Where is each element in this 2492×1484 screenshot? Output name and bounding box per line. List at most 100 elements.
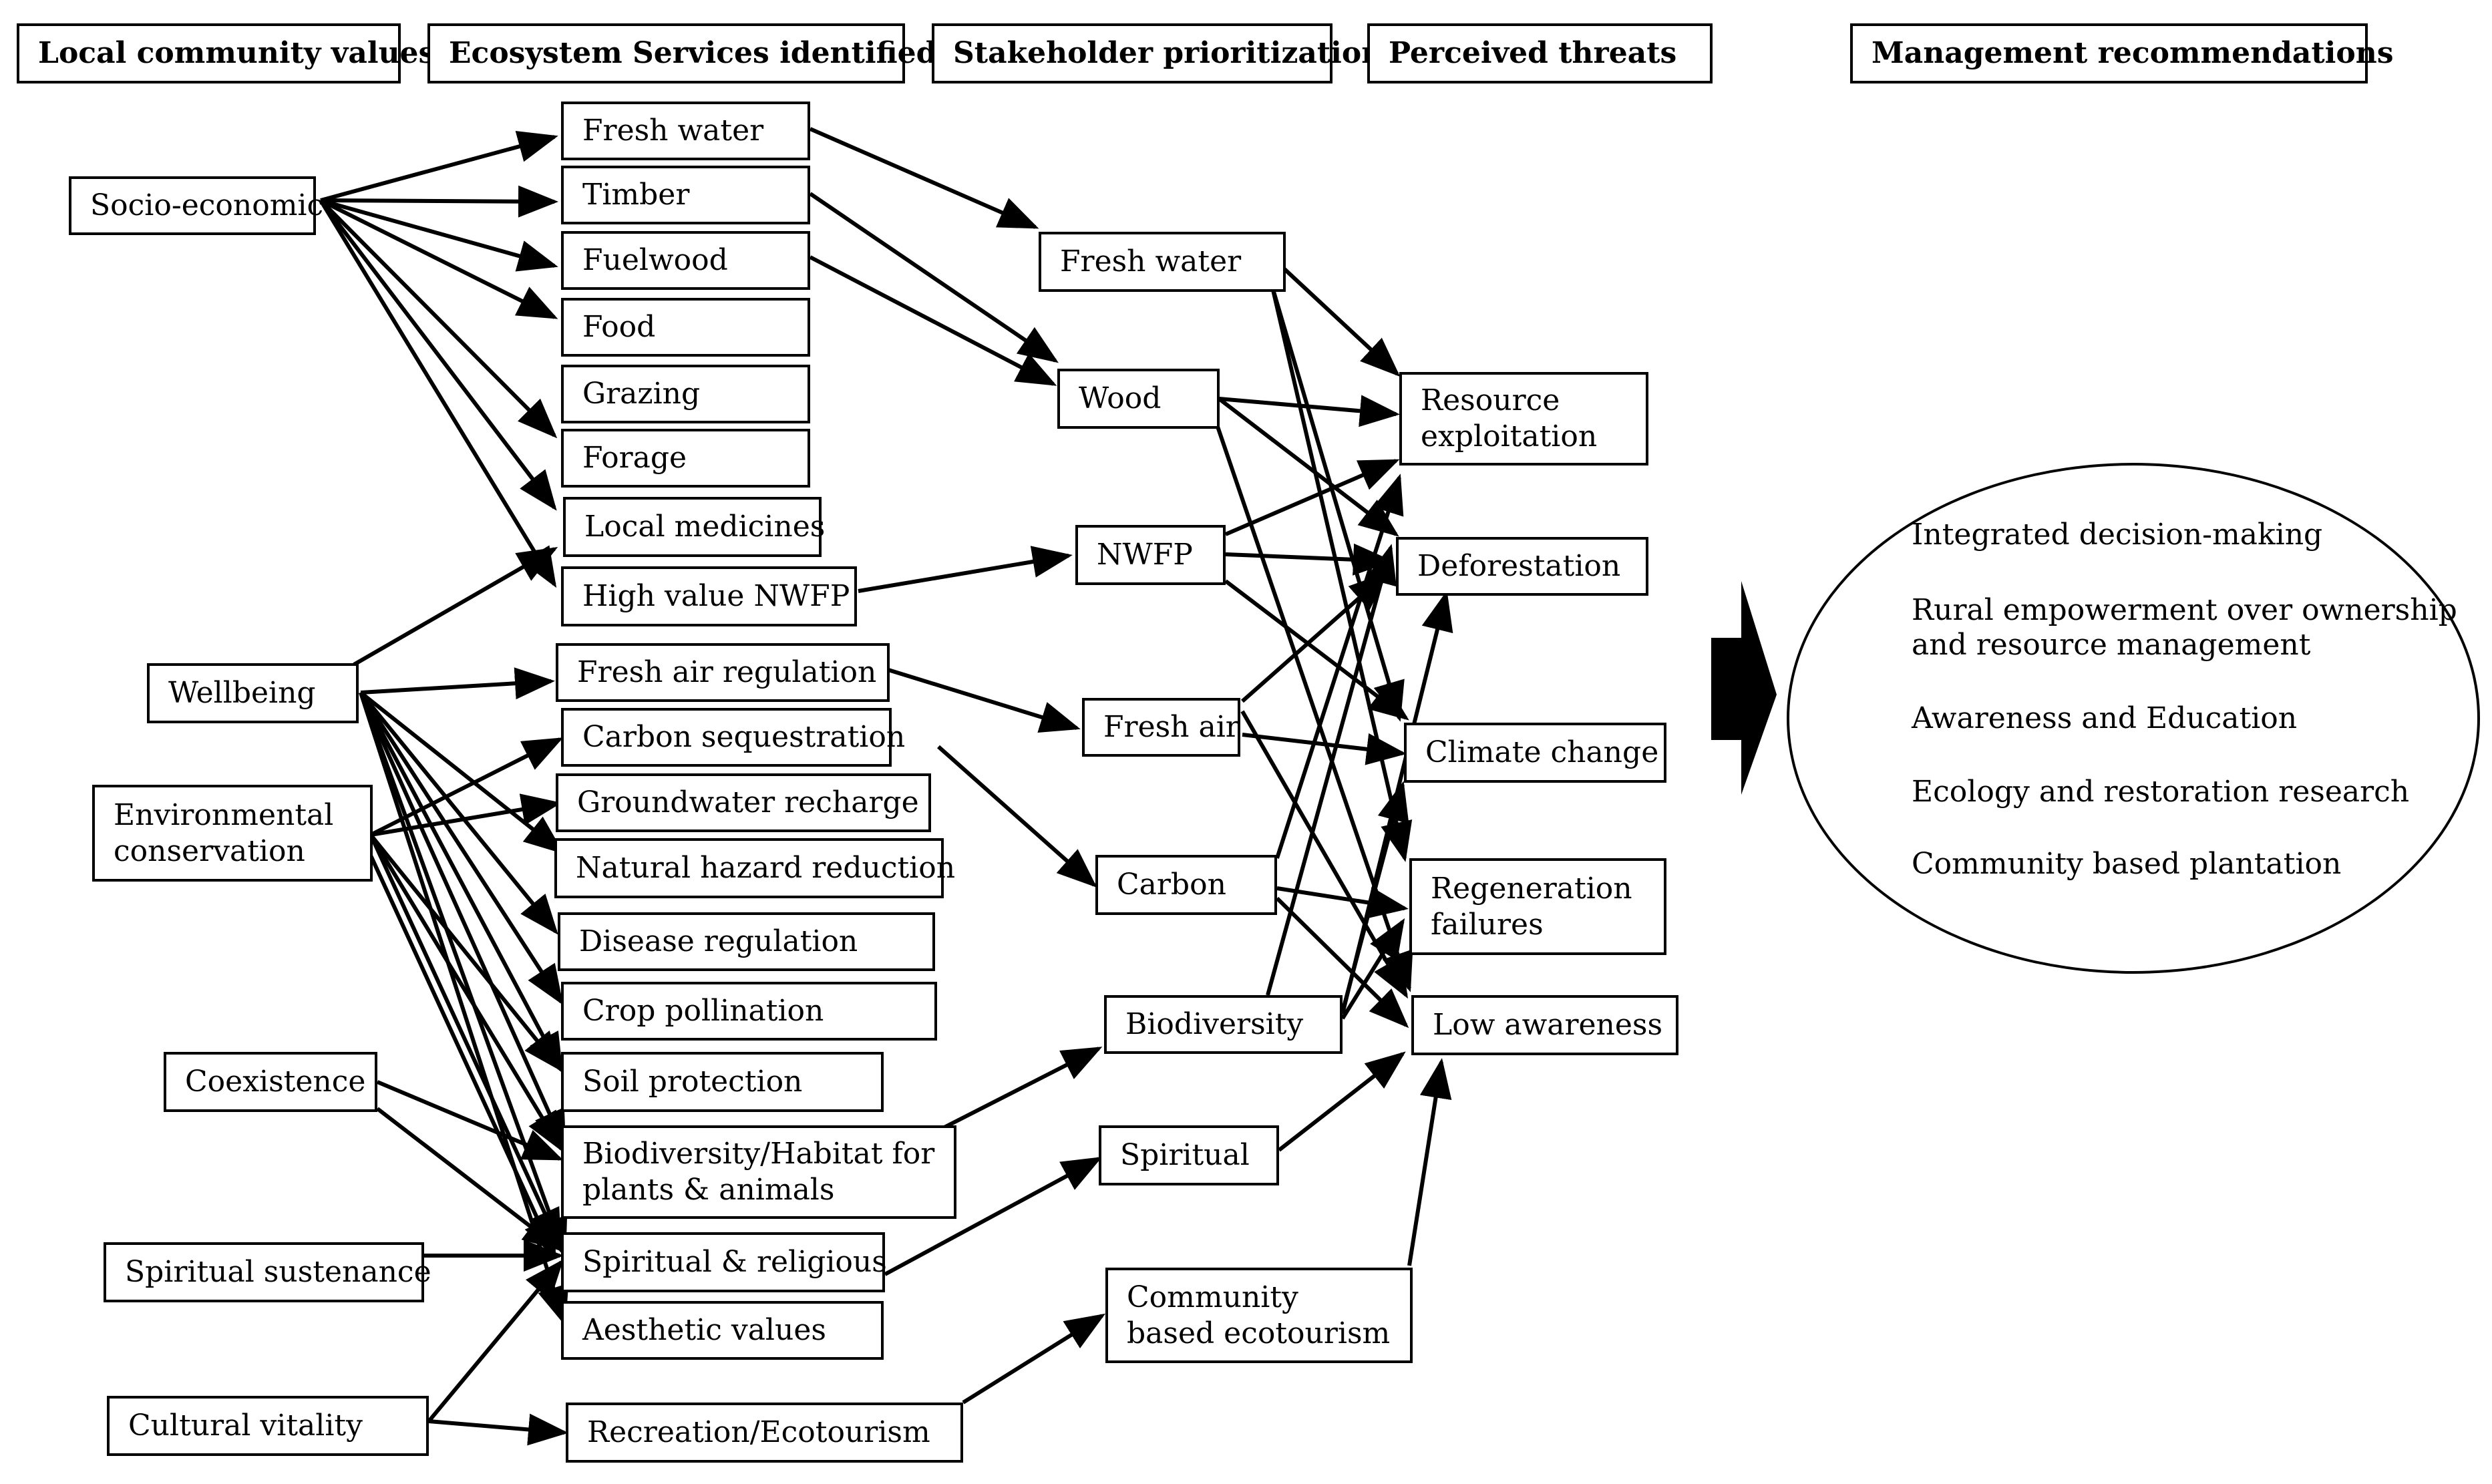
connector-arrow <box>1407 1058 1452 1266</box>
connector-arrow <box>360 667 555 700</box>
service-fresh-water: Fresh water <box>561 102 810 160</box>
service-soil-protection: Soil protection <box>561 1052 884 1112</box>
service-forage: Forage <box>561 429 810 488</box>
value-coexistence: Coexistence <box>164 1052 377 1112</box>
connector-arrow <box>353 547 558 667</box>
service-carbon-sequestration: Carbon sequestration <box>561 708 905 767</box>
connector-arrow <box>359 691 564 1006</box>
connector-arrow <box>359 691 563 1074</box>
service-aesthetic-values: Aesthetic values <box>561 1301 884 1360</box>
connector-arrow <box>1341 918 1405 1020</box>
connector-arrow <box>1242 733 1407 765</box>
connector-arrow <box>319 198 558 439</box>
service-grazing: Grazing <box>561 365 810 423</box>
connector-arrow <box>1224 459 1400 536</box>
recommendation-community-plantation: Community based plantation <box>1912 847 2342 881</box>
connector-arrow <box>320 185 558 218</box>
service-food: Food <box>561 298 810 357</box>
service-recreation-ecotourism: Recreation/Ecotourism <box>566 1403 963 1463</box>
threat-climate-change: Climate change <box>1404 723 1666 783</box>
connector-arrow <box>359 691 568 1258</box>
connector-arrow <box>369 737 564 837</box>
connector-arrow <box>1275 896 1409 1029</box>
connector-arrow <box>319 198 558 319</box>
connector-arrow <box>1278 1051 1406 1152</box>
service-groundwater-recharge: Groundwater recharge <box>556 773 931 832</box>
connector-arrow <box>934 1047 1103 1134</box>
recommendations-oval <box>1787 463 2480 974</box>
priority-carbon: Carbon <box>1095 855 1277 915</box>
priority-community-ecotourism: Community based ecotourism <box>1105 1268 1413 1363</box>
connector-arrow <box>369 833 564 1153</box>
connector-arrow <box>428 1413 568 1446</box>
threat-low-awareness: Low awareness <box>1411 995 1678 1055</box>
value-socio-economic: Socio-economic <box>69 176 323 235</box>
priority-wood: Wood <box>1057 369 1220 429</box>
big-arrow-shape <box>1711 581 1777 795</box>
service-timber: Timber <box>561 166 810 224</box>
connector-arrow <box>1218 395 1400 427</box>
connector-arrow <box>370 793 562 837</box>
connector-arrow <box>369 833 562 1072</box>
connector-arrow <box>884 1157 1103 1276</box>
threat-regeneration-failures: Regeneration failures <box>1409 858 1666 955</box>
connector-arrow <box>1276 886 1409 919</box>
value-environmental-conservation: Environmental conservation <box>92 785 373 882</box>
priority-fresh-air: Fresh air <box>1082 698 1240 757</box>
connector-arrow <box>888 668 1081 733</box>
value-spiritual-sustenance: Spiritual sustenance <box>104 1242 431 1302</box>
service-biodiversity-habitat: Biodiversity/Habitat for plants & animal… <box>561 1125 956 1219</box>
connector-arrow <box>319 199 557 511</box>
connector-arrow <box>376 1107 563 1252</box>
connector-arrow <box>937 745 1097 888</box>
connector-arrow <box>1225 543 1393 576</box>
recommendation-ecology-restoration: Ecology and restoration research <box>1912 775 2410 809</box>
recommendation-rural-empowerment: Rural empowerment over ownership and res… <box>1912 593 2457 662</box>
value-wellbeing: Wellbeing <box>147 663 359 723</box>
connector-arrow <box>320 198 558 272</box>
connector-arrow <box>319 199 557 588</box>
threat-deforestation: Deforestation <box>1396 537 1648 596</box>
value-cultural-vitality: Cultural vitality <box>107 1396 429 1456</box>
header-management-recommendations: Management recommendations <box>1850 23 2394 83</box>
connector-arrow <box>359 691 558 935</box>
priority-fresh-water: Fresh water <box>1039 232 1286 292</box>
connector-arrow <box>962 1313 1106 1405</box>
service-fuelwood: Fuelwood <box>561 231 810 290</box>
connector-arrow <box>809 192 1059 363</box>
connector-arrow <box>1224 579 1409 721</box>
connector-arrow <box>809 127 1039 229</box>
header-ecosystem-services: Ecosystem Services identified <box>427 23 936 83</box>
connector-arrow <box>1341 781 1409 1012</box>
service-disease-regulation: Disease regulation <box>558 912 935 971</box>
service-spiritual-religious: Spiritual & religious <box>561 1232 887 1292</box>
priority-spiritual: Spiritual <box>1099 1125 1279 1185</box>
header-local-values: Local community values <box>17 23 435 83</box>
service-high-value-nwfp: High value NWFP <box>561 566 857 626</box>
connector-arrow <box>809 255 1057 386</box>
connector-arrow <box>1266 544 1397 996</box>
service-local-medicines: Local medicines <box>563 497 825 557</box>
connector-arrow <box>1280 265 1401 377</box>
header-perceived-threats: Perceived threats <box>1367 23 1713 83</box>
connector-arrow <box>427 1259 564 1423</box>
service-crop-pollination: Crop pollination <box>561 982 937 1041</box>
connector-arrow <box>320 130 558 202</box>
connector-arrow <box>1270 287 1405 722</box>
service-natural-hazard-reduction: Natural hazard reduction <box>554 838 955 898</box>
connector-arrow <box>359 691 566 1151</box>
recommendation-awareness-education: Awareness and Education <box>1912 701 2298 735</box>
connector-arrow <box>376 1080 564 1161</box>
connector-arrow <box>369 833 562 1250</box>
threat-resource-exploitation: Resource exploitation <box>1399 372 1648 466</box>
priority-nwfp: NWFP <box>1075 525 1226 585</box>
connector-arrow <box>858 546 1073 593</box>
priority-biodiversity: Biodiversity <box>1104 995 1343 1054</box>
connector-arrow <box>1218 397 1399 537</box>
connector-arrow <box>365 847 556 1260</box>
recommendation-integrated-decision-making: Integrated decision-making <box>1912 518 2323 552</box>
header-stakeholder-prioritization: Stakeholder prioritization <box>932 23 1383 83</box>
connector-arrow <box>1275 474 1404 859</box>
service-fresh-air-regulation: Fresh air regulation <box>556 643 890 702</box>
